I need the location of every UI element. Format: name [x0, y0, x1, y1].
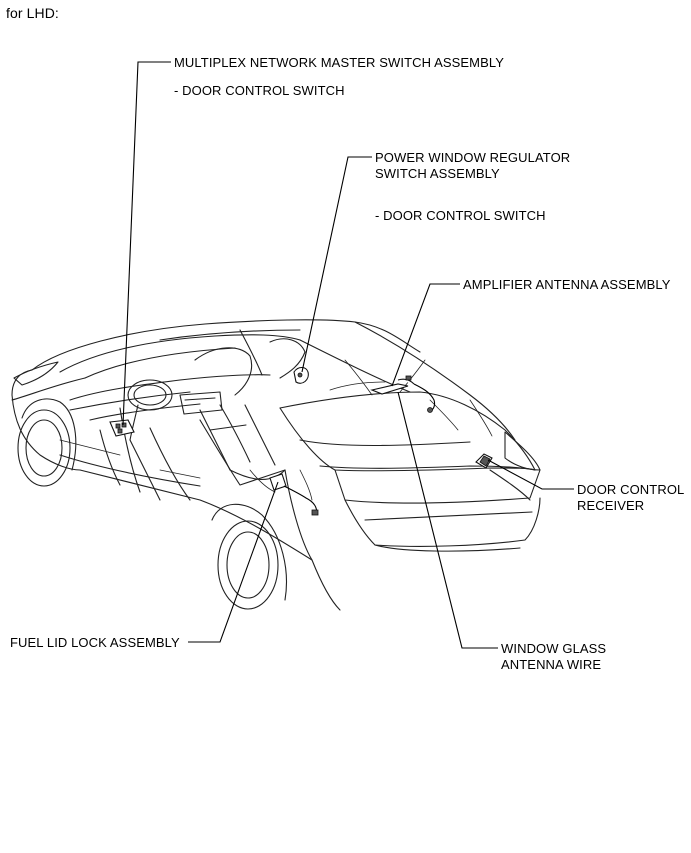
label-fuel-lid-lock: FUEL LID LOCK ASSEMBLY [10, 635, 180, 650]
label-regulator-switch-line1: POWER WINDOW REGULATOR [375, 150, 571, 165]
label-regulator-switch-line2: SWITCH ASSEMBLY [375, 166, 500, 181]
label-door-control-receiver-line2: RECEIVER [577, 498, 645, 513]
master-switch-part [109, 419, 135, 437]
car-interior-details [59, 359, 493, 501]
label-master-switch: MULTIPLEX NETWORK MASTER SWITCH ASSEMBLY [174, 55, 505, 70]
regulator-switch-part [293, 366, 309, 384]
label-amplifier-antenna: AMPLIFIER ANTENNA ASSEMBLY [463, 277, 671, 292]
leader-lines [122, 61, 574, 649]
label-regulator-switch-sub: - DOOR CONTROL SWITCH [375, 208, 546, 223]
amplifier-antenna-part [370, 375, 436, 413]
label-door-control-receiver-line1: DOOR CONTROL [577, 482, 685, 497]
label-window-glass-antenna-line2: ANTENNA WIRE [501, 657, 602, 672]
label-master-switch-sub: - DOOR CONTROL SWITCH [174, 83, 345, 98]
label-window-glass-antenna-line1: WINDOW GLASS [501, 641, 607, 656]
door-control-receiver-part [475, 453, 493, 469]
page-title: for LHD: [6, 5, 59, 21]
car-outline [11, 319, 541, 611]
